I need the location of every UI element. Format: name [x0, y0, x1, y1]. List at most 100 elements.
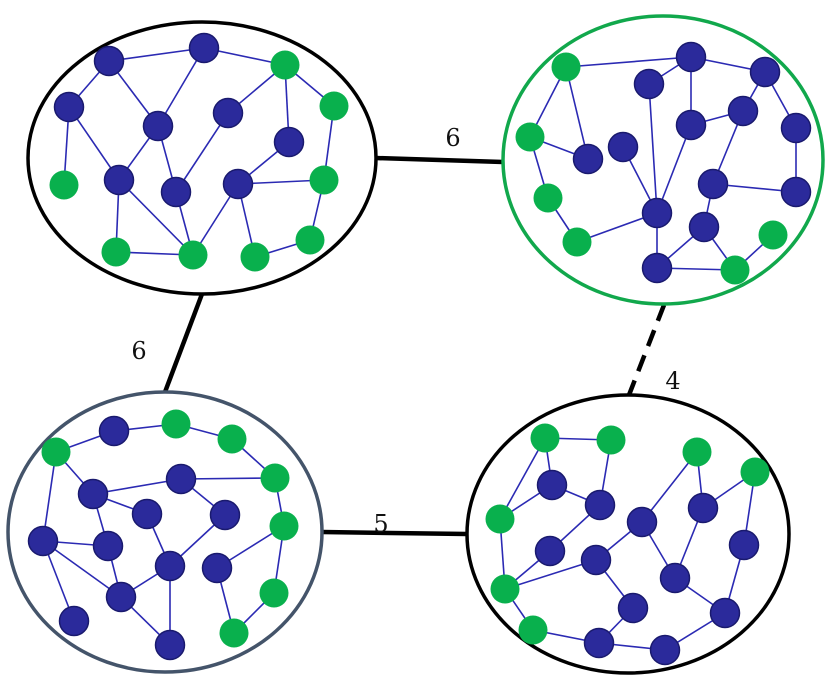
- weight-label-bottom-left-bottom-right: 5: [373, 510, 388, 538]
- intra-edge-top-left-16: [118, 179, 194, 256]
- blue-node-top-left-1: [188, 32, 220, 64]
- green-node-bottom-left-18: [219, 618, 249, 648]
- blue-node-top-right-14: [688, 211, 720, 243]
- blue-node-top-left-0: [93, 45, 125, 77]
- blue-node-bottom-left-0: [98, 415, 130, 447]
- inter-cluster-connections: [162, 155, 667, 537]
- green-node-top-left-8: [49, 170, 79, 200]
- weight-label-top-left-bottom-left: 6: [131, 337, 146, 365]
- green-node-top-left-2: [270, 50, 300, 80]
- blue-node-bottom-left-14: [105, 581, 137, 613]
- blue-node-top-right-2: [749, 56, 781, 88]
- weight-label-top-right-bottom-right: 4: [665, 367, 680, 395]
- intra-edge-top-right-0: [565, 56, 692, 68]
- green-node-bottom-left-3: [41, 437, 71, 467]
- blue-node-top-left-11: [222, 168, 254, 200]
- intra-edge-top-left-0: [108, 47, 205, 62]
- blue-node-top-right-8: [727, 95, 759, 127]
- connection-weight-labels: 6 6 4 5: [131, 124, 680, 538]
- blue-node-top-left-4: [142, 110, 174, 142]
- intra-edge-top-right-2: [565, 66, 589, 160]
- connection-top-left-top-right: [375, 155, 504, 165]
- blue-node-bottom-left-7: [131, 498, 163, 530]
- blue-node-top-right-3: [633, 68, 665, 100]
- blue-node-top-right-13: [641, 197, 673, 229]
- green-node-bottom-left-1: [161, 409, 191, 439]
- blue-node-bottom-left-8: [209, 499, 241, 531]
- cluster-top-left-outline: [26, 20, 378, 296]
- blue-node-bottom-right-17: [583, 627, 615, 659]
- cluster-bottom-left-outline: [6, 390, 324, 674]
- blue-node-bottom-left-12: [154, 550, 186, 582]
- green-node-bottom-right-0: [530, 423, 560, 453]
- green-node-top-left-12: [309, 165, 339, 195]
- connection-top-right-bottom-right: [626, 304, 667, 396]
- intra-edge-top-right-7: [648, 83, 658, 214]
- cluster-outlines: [6, 14, 825, 675]
- intra-edge-top-left-12: [175, 112, 229, 193]
- blue-node-bottom-right-4: [536, 469, 568, 501]
- green-node-bottom-left-15: [259, 578, 289, 608]
- blue-node-top-right-17: [641, 252, 673, 284]
- green-node-top-right-10: [533, 183, 563, 213]
- blue-node-bottom-right-11: [728, 529, 760, 561]
- green-node-bottom-right-3: [740, 457, 770, 487]
- blue-node-top-left-3: [53, 91, 85, 123]
- green-node-top-right-0: [551, 52, 581, 82]
- blue-node-bottom-right-18: [649, 634, 681, 666]
- green-node-bottom-right-1: [596, 425, 626, 455]
- green-node-top-left-13: [101, 237, 131, 267]
- green-node-bottom-right-6: [485, 504, 515, 534]
- cluster-bottom-right-outline: [465, 393, 791, 675]
- green-node-bottom-left-5: [260, 463, 290, 493]
- green-node-bottom-left-9: [269, 511, 299, 541]
- green-node-top-right-4: [515, 122, 545, 152]
- blue-node-top-right-7: [675, 109, 707, 141]
- intra-edge-bottom-left-7: [180, 477, 276, 480]
- connection-bottom-left-bottom-right: [321, 529, 468, 537]
- blue-node-bottom-right-8: [687, 492, 719, 524]
- blue-node-top-left-9: [103, 164, 135, 196]
- blue-node-bottom-left-11: [92, 530, 124, 562]
- connection-top-left-bottom-left: [162, 293, 205, 393]
- blue-node-bottom-right-10: [580, 544, 612, 576]
- blue-node-top-right-6: [607, 131, 639, 163]
- blue-node-bottom-right-7: [626, 506, 658, 538]
- green-node-bottom-left-2: [217, 424, 247, 454]
- green-node-top-left-6: [319, 91, 349, 121]
- weight-label-top-left-top-right: 6: [445, 124, 460, 152]
- blue-node-bottom-left-13: [201, 552, 233, 584]
- green-node-top-left-14: [178, 240, 208, 270]
- blue-node-bottom-left-4: [165, 463, 197, 495]
- cluster-nodes: [27, 32, 812, 666]
- green-node-top-left-15: [240, 242, 270, 272]
- green-node-top-left-16: [295, 225, 325, 255]
- blue-node-top-right-9: [780, 112, 812, 144]
- green-node-bottom-right-13: [490, 574, 520, 604]
- intra-edge-bottom-right-15: [504, 559, 597, 590]
- blue-node-bottom-left-6: [77, 478, 109, 510]
- blue-node-top-left-7: [273, 126, 305, 158]
- blue-node-top-right-1: [675, 41, 707, 73]
- green-node-top-right-15: [562, 227, 592, 257]
- blue-node-top-left-5: [212, 97, 244, 129]
- intra-edge-top-right-11: [656, 124, 692, 214]
- cluster-top-right-outline: [501, 14, 825, 306]
- blue-node-top-right-11: [697, 168, 729, 200]
- blue-node-bottom-right-15: [709, 597, 741, 629]
- blue-node-bottom-right-5: [584, 489, 616, 521]
- blue-node-bottom-left-17: [154, 629, 186, 661]
- green-node-bottom-right-2: [682, 437, 712, 467]
- green-node-bottom-right-16: [518, 615, 548, 645]
- intra-edge-bottom-right-24: [499, 437, 546, 520]
- blue-node-top-right-12: [780, 176, 812, 208]
- blue-node-bottom-right-12: [659, 562, 691, 594]
- intra-edge-bottom-left-16: [42, 540, 122, 598]
- green-node-top-right-18: [720, 255, 750, 285]
- blue-node-bottom-left-16: [58, 605, 90, 637]
- blue-node-top-right-5: [572, 143, 604, 175]
- blue-node-bottom-right-9: [534, 535, 566, 567]
- blue-node-bottom-right-14: [617, 592, 649, 624]
